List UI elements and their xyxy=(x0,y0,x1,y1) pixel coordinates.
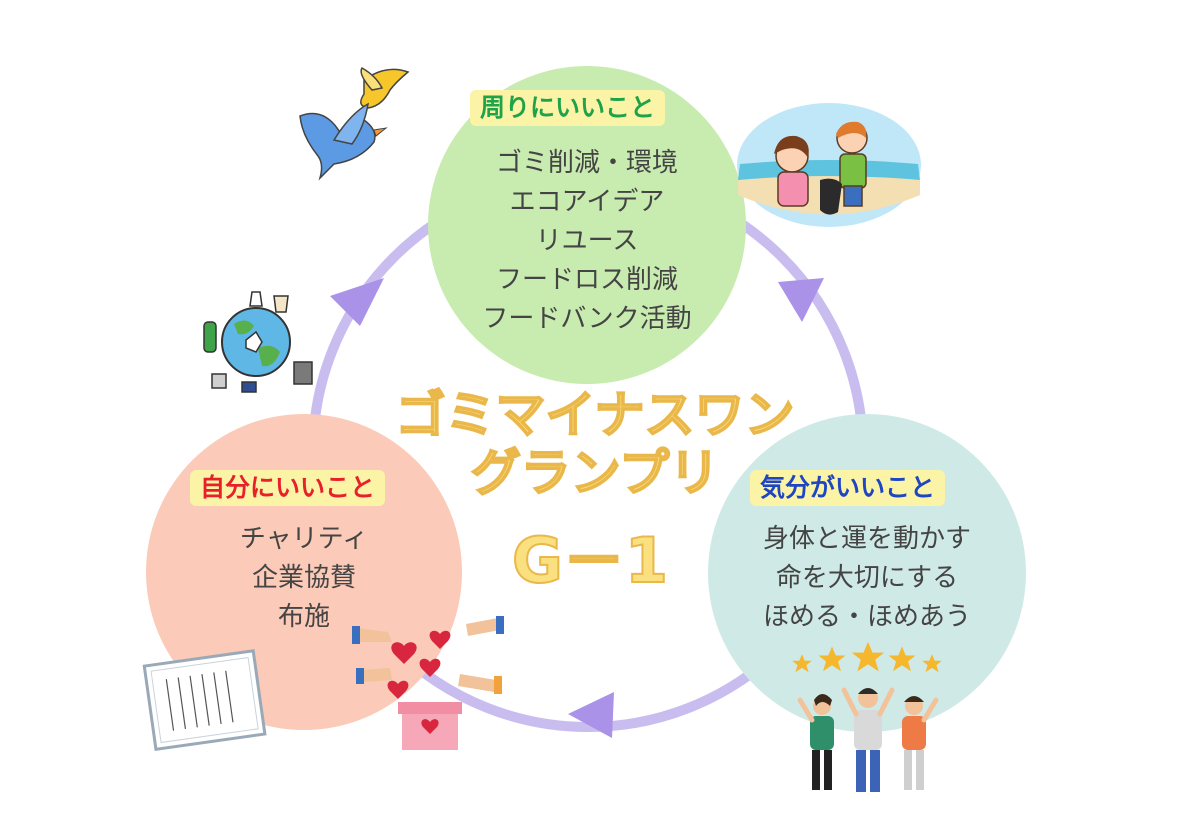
arrow-left xyxy=(330,278,384,326)
person-orange xyxy=(902,696,939,790)
left-circle-items: チャリティ 企業協賛 布施 xyxy=(156,520,452,637)
star-icon xyxy=(851,642,885,672)
right-item: ほめる・ほめあう xyxy=(762,602,971,632)
right-circle-label: 気分がいいこと xyxy=(750,470,946,506)
hand-icon xyxy=(362,668,392,682)
arrow-bottom xyxy=(568,692,614,738)
star-icon xyxy=(792,654,812,673)
hand-icon xyxy=(466,618,500,636)
left-circle-label: 自分にいいこと xyxy=(190,470,386,506)
right-circle xyxy=(708,414,1026,732)
left-item: 布施 xyxy=(277,602,330,632)
heart-icon xyxy=(421,719,439,734)
title-short: G－1 xyxy=(511,524,669,597)
top-item: リユース xyxy=(535,226,639,256)
hand-icon xyxy=(458,674,496,692)
yellow-bird xyxy=(360,67,410,109)
top-item: ゴミ削減・環境 xyxy=(495,148,678,178)
right-circle-items: 身体と運を動かす 命を大切にする ほめる・ほめあう xyxy=(718,520,1016,637)
star-icon xyxy=(818,646,846,672)
person-green xyxy=(797,694,834,790)
star-icon xyxy=(888,646,916,672)
title-line2: グランプリ xyxy=(470,443,721,503)
top-item: エコアイデア xyxy=(509,187,665,217)
title-line1: ゴミマイナスワン xyxy=(395,385,796,445)
right-item: 命を大切にする xyxy=(775,563,959,593)
top-item: フードロス削減 xyxy=(495,265,678,295)
earth-recycle-icon xyxy=(203,291,313,393)
left-item: 企業協賛 xyxy=(251,563,356,593)
right-item: 身体と運を動かす xyxy=(762,524,971,554)
arrow-top-right xyxy=(778,278,824,322)
top-item: フードバンク活動 xyxy=(482,304,692,334)
donation-hearts-icon xyxy=(352,616,504,750)
blue-bird xyxy=(299,102,388,181)
left-item: チャリティ xyxy=(239,524,369,554)
certificate-icon xyxy=(142,649,267,751)
top-circle-label: 周りにいいこと xyxy=(470,90,666,126)
hand-icon xyxy=(356,628,392,642)
rating-stars-icon xyxy=(792,642,942,673)
top-circle-items: ゴミ削減・環境 エコアイデア リユース フードロス削減 フードバンク活動 xyxy=(438,144,736,339)
person-grey xyxy=(841,687,895,792)
beach-cleanup-kids-icon xyxy=(737,103,921,227)
star-icon xyxy=(922,654,942,673)
cheering-people-icon xyxy=(797,687,939,792)
flying-birds-icon xyxy=(299,67,410,181)
